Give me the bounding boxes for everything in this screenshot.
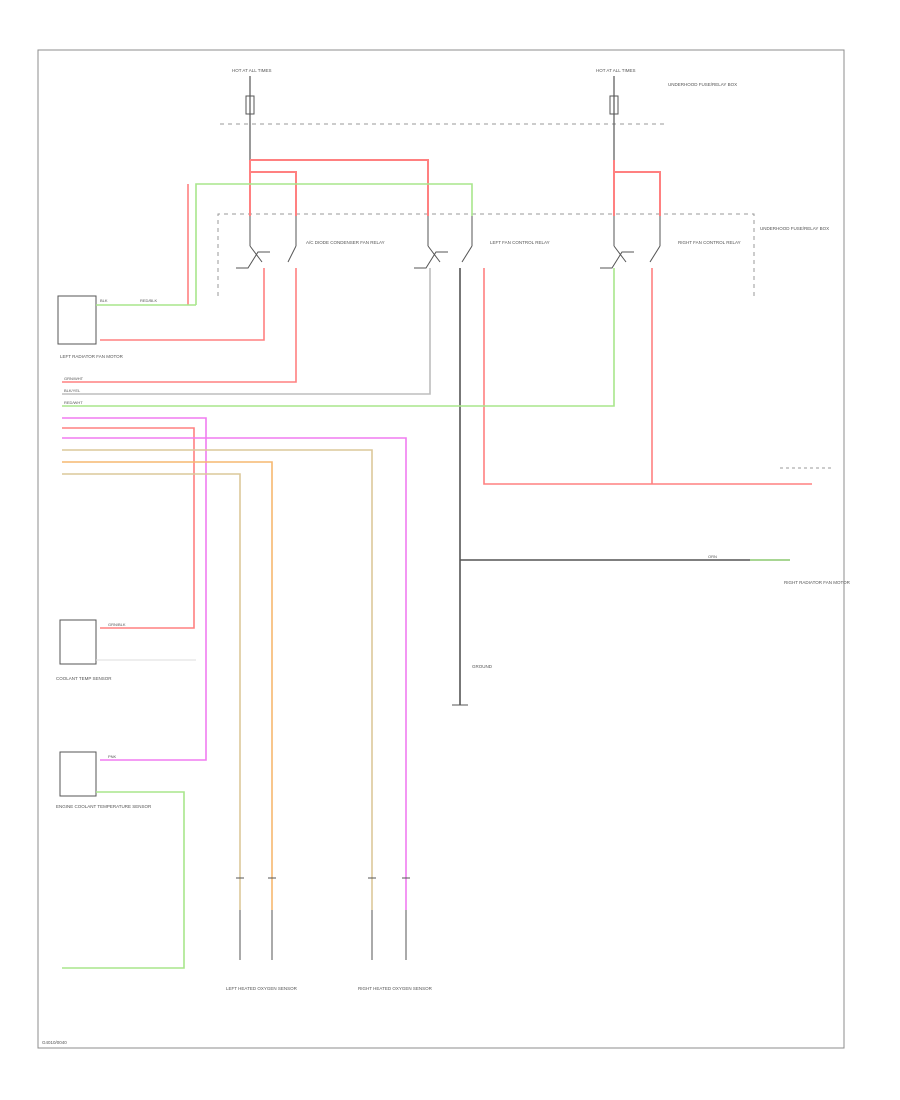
coolant-temp-sensor: COOLANT TEMP SENSOR <box>56 619 196 681</box>
right-o2-label: RIGHT HEATED OXYGEN SENSOR <box>358 986 433 991</box>
fuse-block-label: UNDERHOOD FUSE/RELAY BOX <box>668 82 737 87</box>
wire-label: BLK/YEL <box>64 388 81 393</box>
footer-code: G4010/0040 <box>42 1040 67 1045</box>
fuse-right-label: HOT AT ALL TIMES <box>596 68 636 73</box>
relay-block-label: UNDERHOOD FUSE/RELAY BOX <box>760 226 829 231</box>
ect-label: ENGINE COOLANT TEMPERATURE SENSOR <box>56 804 152 809</box>
green-top-wire <box>195 183 473 305</box>
wire-label: GRN/WHT <box>64 376 84 381</box>
ground-point: GROUND <box>452 664 493 706</box>
relay-2: LEFT FAN CONTROL RELAY <box>414 216 550 269</box>
fuse-left-label: HOT AT ALL TIMES <box>232 68 272 73</box>
wire-label: RED/BLK <box>140 298 157 303</box>
harness-wires <box>62 417 407 910</box>
wire-label: PNK <box>108 754 117 759</box>
wire-code-labels: BLK RED/BLK GRN/WHT BLK/YEL RED/WHT GRN/… <box>64 298 717 759</box>
relay-3: RIGHT FAN CONTROL RELAY <box>600 216 741 269</box>
right-fan-label: RIGHT RADIATOR FAN MOTOR <box>784 580 851 585</box>
wire-label: RED/WHT <box>64 400 83 405</box>
diagram-frame <box>37 49 845 1049</box>
wire-label: ORN <box>708 554 717 559</box>
relay-1: A/C DIODE CONDENSER FAN RELAY <box>236 216 385 269</box>
left-o2-label: LEFT HEATED OXYGEN SENSOR <box>226 986 298 991</box>
fuse-right: HOT AT ALL TIMES <box>596 68 636 160</box>
right-radiator-fan-motor: RIGHT RADIATOR FAN MOTOR <box>780 467 851 585</box>
bottom-connectors <box>236 877 410 960</box>
fuse-left: HOT AT ALL TIMES <box>232 68 272 160</box>
ect-sensor: ENGINE COOLANT TEMPERATURE SENSOR <box>56 751 185 969</box>
left-fan-label: LEFT RADIATOR FAN MOTOR <box>60 354 124 359</box>
wire-label: BLK <box>100 298 108 303</box>
ground-label: GROUND <box>472 664 493 669</box>
relay-3-label: RIGHT FAN CONTROL RELAY <box>678 240 741 245</box>
left-radiator-fan-motor: LEFT RADIATOR FAN MOTOR <box>57 295 196 359</box>
power-wires <box>249 159 661 216</box>
relay-output-wires <box>62 268 812 705</box>
relay-1-label: A/C DIODE CONDENSER FAN RELAY <box>306 240 385 245</box>
relay-block-boundary <box>217 213 755 296</box>
coolant-label: COOLANT TEMP SENSOR <box>56 676 112 681</box>
relay-2-label: LEFT FAN CONTROL RELAY <box>490 240 550 245</box>
wire-label: GRN/BLK <box>108 622 126 627</box>
